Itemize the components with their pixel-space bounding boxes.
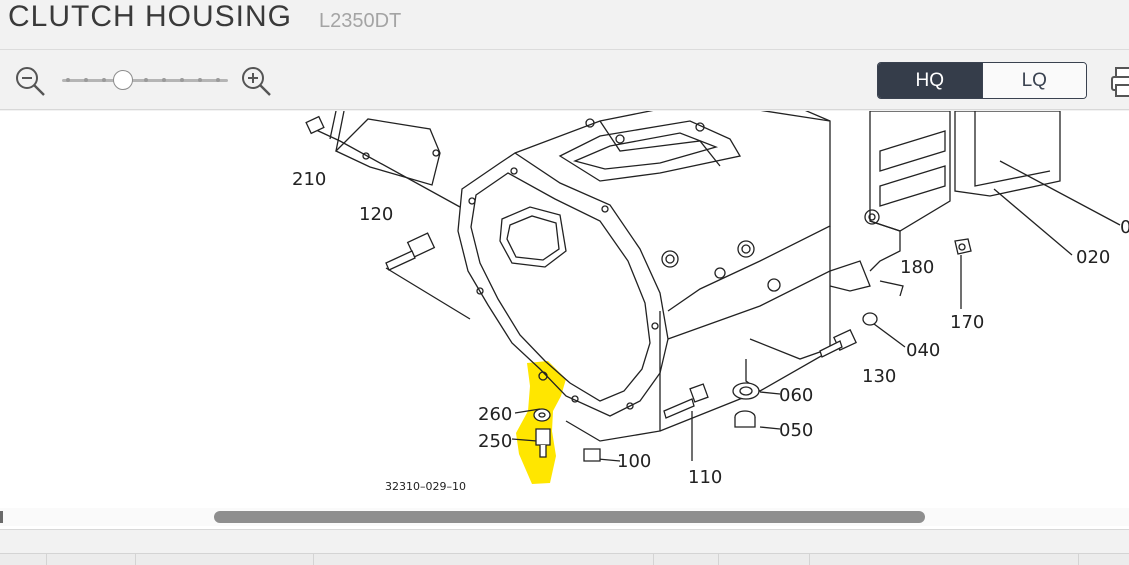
highlight-marker [516,361,566,484]
toolbar: HQ LQ [0,51,1129,110]
part-fasteners [305,115,972,462]
column-separator [46,554,47,565]
part-label-130[interactable]: 130 [862,366,896,387]
part-label-120[interactable]: 120 [359,204,393,225]
part-label-060[interactable]: 060 [779,385,813,406]
model-label: L2350DT [319,10,402,32]
column-separator [809,554,810,565]
quality-toggle: HQ LQ [877,62,1087,99]
horizontal-scrollbar[interactable] [0,508,1129,526]
page-title: CLUTCH HOUSING [8,0,293,33]
slider-tick [216,78,220,82]
part-label-040[interactable]: 040 [906,340,940,361]
column-separator [653,554,654,565]
zoom-in-icon[interactable] [240,65,272,97]
part-label-partial[interactable]: 0 [1120,217,1129,238]
column-separator [313,554,314,565]
zoom-out-icon[interactable] [14,65,46,97]
parts-table-header-row [0,553,1129,565]
slider-tick [162,78,166,82]
slider-tick [66,78,70,82]
slider-tick [180,78,184,82]
part-label-110[interactable]: 110 [688,467,722,488]
column-separator [1078,554,1079,565]
scrollbar-thumb[interactable] [214,511,925,523]
part-label-050[interactable]: 050 [779,420,813,441]
part-label-170[interactable]: 170 [950,312,984,333]
housing-drawing [313,111,1121,462]
column-separator [135,554,136,565]
part-label-020[interactable]: 020 [1076,247,1110,268]
slider-tick [84,78,88,82]
parts-diagram: 210 120 180 020 170 040 130 060 050 260 … [292,111,1129,493]
drawing-reference-number: 32310–029–10 [385,480,466,493]
scrollbar-left-edge [0,511,3,523]
slider-tick [198,78,202,82]
hq-button[interactable]: HQ [878,63,982,98]
header: CLUTCH HOUSING L2350DT [0,0,1129,50]
parts-list-header [0,529,1129,565]
part-label-180[interactable]: 180 [900,257,934,278]
part-label-250[interactable]: 250 [478,431,512,452]
slider-tick [102,78,106,82]
lq-button[interactable]: LQ [981,63,1086,98]
zoom-slider-thumb[interactable] [113,70,134,90]
slider-tick [144,78,148,82]
zoom-slider[interactable] [62,70,228,90]
part-label-260[interactable]: 260 [478,404,512,425]
column-separator [718,554,719,565]
part-label-210[interactable]: 210 [292,169,326,190]
diagram-viewer[interactable]: 210 120 180 020 170 040 130 060 050 260 … [0,111,1129,529]
print-icon[interactable] [1110,65,1129,99]
part-label-100[interactable]: 100 [617,451,651,472]
